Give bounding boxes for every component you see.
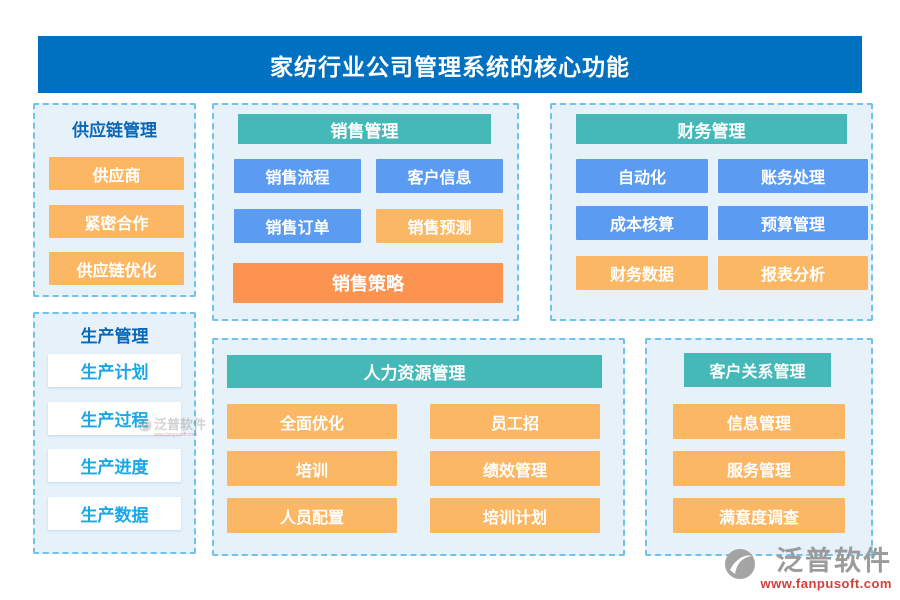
item-supplier: 供应商: [49, 157, 184, 190]
panel-supply-chain: 供应链管理 供应商 紧密合作 供应链优化: [33, 103, 196, 297]
item-financial-data: 财务数据: [576, 256, 708, 290]
item-sales-order: 销售订单: [234, 209, 361, 243]
footer-logo: 泛普软件 www.fanpusoft.com: [724, 548, 892, 590]
item-sales-forecast: 销售预测: [376, 209, 503, 243]
footer-brand-name: 泛普软件: [776, 546, 892, 576]
panel-production-title: 生产管理: [80, 327, 149, 346]
item-report-analysis: 报表分析: [718, 256, 868, 290]
item-production-process: 生产过程: [48, 402, 181, 435]
item-budget-management: 预算管理: [718, 206, 868, 240]
item-training-plan: 培训计划: [430, 498, 600, 533]
item-supply-chain-optimization: 供应链优化: [49, 252, 184, 285]
panel-production: 生产管理 生产计划 生产过程 生产进度 生产数据: [33, 312, 196, 554]
item-production-plan: 生产计划: [48, 354, 181, 387]
panel-hr-header: 人力资源管理: [227, 355, 602, 388]
item-information-management: 信息管理: [673, 404, 845, 439]
panel-hr: 人力资源管理 全面优化 员工招 培训 绩效管理 人员配置 培训计划: [212, 338, 625, 556]
panel-sales-header: 销售管理: [238, 114, 491, 144]
item-production-progress: 生产进度: [48, 449, 181, 482]
item-sales-process: 销售流程: [234, 159, 361, 193]
item-production-data: 生产数据: [48, 497, 181, 530]
panel-finance-header: 财务管理: [576, 114, 847, 144]
panel-sales: 销售管理 销售流程 客户信息 销售订单 销售预测 销售策略: [212, 103, 519, 321]
page-title: 家纺行业公司管理系统的核心功能: [270, 53, 630, 80]
item-account-processing: 账务处理: [718, 159, 868, 193]
item-staffing: 人员配置: [227, 498, 397, 533]
fanpu-logo-icon: [724, 548, 756, 580]
panel-crm-header: 客户关系管理: [684, 353, 831, 387]
panel-supply-chain-title: 供应链管理: [72, 121, 157, 140]
panel-crm: 客户关系管理 信息管理 服务管理 满意度调查: [645, 338, 873, 556]
item-cost-accounting: 成本核算: [576, 206, 708, 240]
item-service-management: 服务管理: [673, 451, 845, 486]
item-customer-info: 客户信息: [376, 159, 503, 193]
item-overall-optimization: 全面优化: [227, 404, 397, 439]
footer-brand-url: www.fanpusoft.com: [760, 576, 892, 591]
item-sales-strategy: 销售策略: [233, 263, 503, 303]
item-training: 培训: [227, 451, 397, 486]
title-banner: 家纺行业公司管理系统的核心功能: [38, 36, 862, 93]
item-automation: 自动化: [576, 159, 708, 193]
item-close-cooperation: 紧密合作: [49, 205, 184, 238]
panel-finance: 财务管理 自动化 账务处理 成本核算 预算管理 财务数据 报表分析: [550, 103, 873, 321]
item-satisfaction-survey: 满意度调查: [673, 498, 845, 533]
item-performance-management: 绩效管理: [430, 451, 600, 486]
item-employee-recruitment: 员工招: [430, 404, 600, 439]
